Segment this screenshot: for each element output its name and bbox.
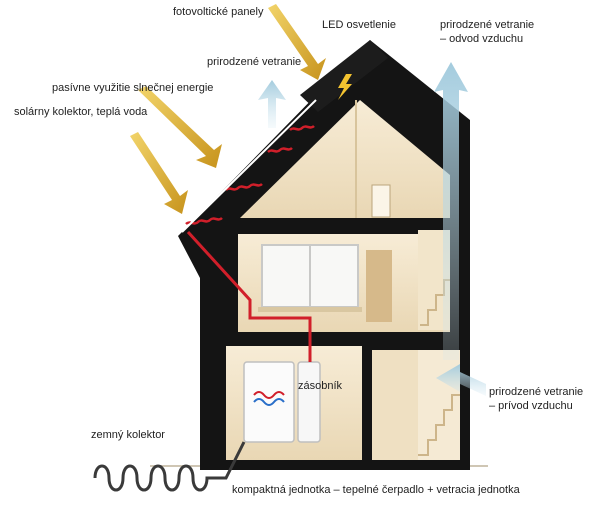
label-zasobnik: zásobník [298, 380, 343, 392]
label-prirodzene-vetranie-privod-2: – prívod vzduchu [489, 400, 573, 412]
sun-arrow-photovoltaic [268, 4, 326, 80]
middle-doorway [366, 250, 392, 322]
storage-tank [297, 361, 321, 443]
sun-arrows [130, 4, 326, 214]
ground-floor-side-room [372, 350, 418, 460]
air-arrow-intake [436, 364, 486, 396]
sun-arrow-solar-collector [130, 132, 188, 214]
air-arrow-exhaust [434, 62, 468, 360]
air-arrow-roof-vent [258, 80, 286, 128]
attic-skylight [371, 184, 391, 218]
label-prirodzene-vetranie-odvod-1: prirodzené vetranie [440, 19, 535, 31]
label-led-osvetlenie: LED osvetlenie [322, 19, 396, 31]
label-kompaktna-jednotka: kompaktná jednotka – tepelné čerpadlo + … [232, 484, 520, 496]
floor-slab-lower [225, 332, 470, 346]
label-prirodzene-vetranie-odvod-2: – odvod vzduchu [440, 33, 524, 45]
label-pasivne-vyuzitie: pasívne využitie slnečnej energie [52, 82, 214, 94]
compact-unit [243, 361, 295, 443]
sun-arrow-passive [138, 86, 222, 168]
roof-slope [300, 40, 388, 112]
floor-slab-upper [235, 218, 450, 234]
led-bolt-icon [338, 74, 352, 100]
label-prirodzene-vetranie-privod-1: prirodzené vetranie [489, 386, 584, 398]
hot-water-pipe [186, 230, 312, 362]
label-zemny-kolektor: zemný kolektor [91, 429, 165, 441]
roof-glazing [181, 99, 317, 233]
label-fotovoltaicke-panely: fotovoltické panely [173, 6, 264, 18]
attic-interior [240, 100, 450, 218]
ground-slab [200, 460, 470, 470]
middle-window-sill [258, 307, 362, 312]
air-arrows [258, 62, 486, 396]
label-prirodzene-vetranie: prirodzené vetranie [207, 56, 302, 68]
label-solarny-kolektor: solárny kolektor, teplá voda [14, 106, 148, 118]
ground-collector-coil [93, 441, 246, 492]
